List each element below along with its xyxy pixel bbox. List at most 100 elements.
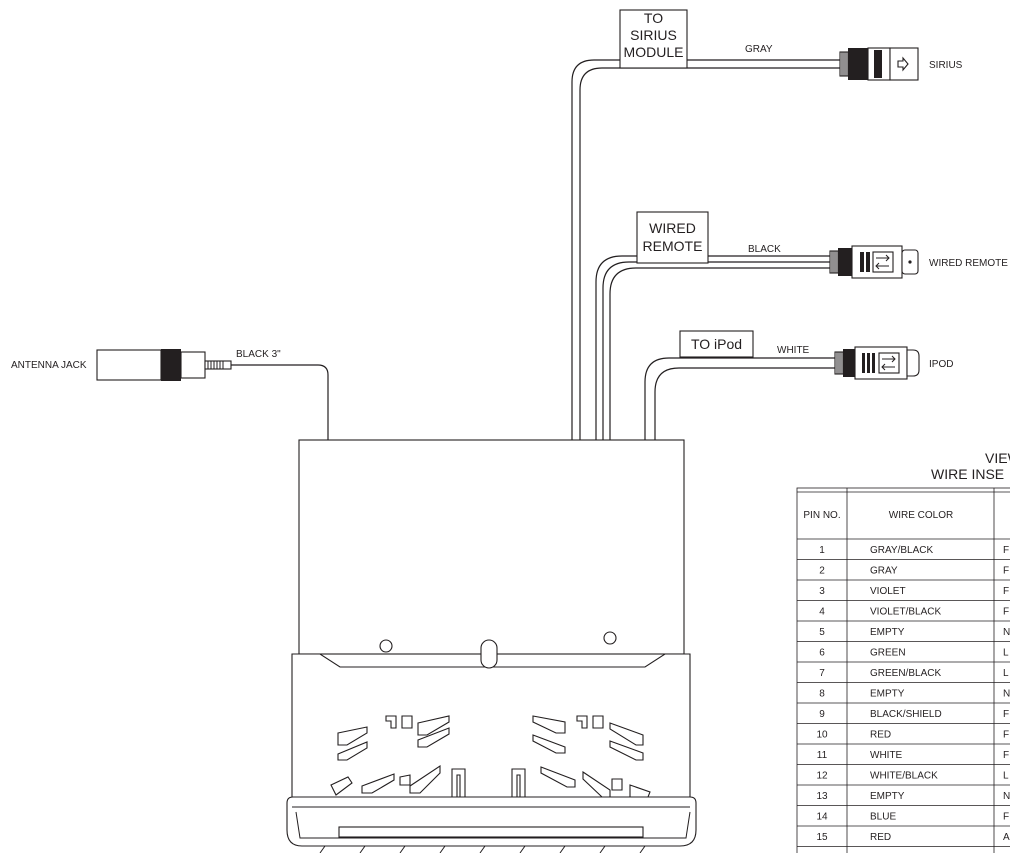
antenna-jack-connector [96,349,232,381]
pin-number: 4 [819,606,825,617]
pin-no-header: PIN NO. [803,510,840,521]
ipod-label: IPOD [929,359,953,370]
pin-function: F [1003,586,1009,597]
sirius-connector [839,47,919,81]
pin-number: 2 [819,565,825,576]
to-sirius-module-label-box: TO SIRIUS MODULE [619,9,688,69]
to-sirius-line-3: MODULE [624,44,684,60]
wire-color: VIOLET/BLACK [870,606,941,617]
wire-color: WHITE [870,750,903,761]
sirius-cable [571,59,840,440]
pin-function: F [1003,729,1009,740]
spring-tab [611,778,623,791]
pin-number: 1 [819,545,825,556]
wire-color: GREEN/BLACK [870,668,941,679]
wire-color: GREEN [870,647,906,658]
spring-tab [361,773,395,794]
sirius-label: SIRIUS [929,60,963,71]
wired-remote-box-line-1: WIRED [649,220,696,236]
spring-tab [609,740,644,761]
table-row: 4 VIOLET/BLACK F [797,606,1010,622]
table-row: 8 EMPTY N [797,688,1010,704]
spring-tab [540,766,576,788]
spring-tab [532,734,566,754]
table-row: 13 EMPTY N [797,791,1010,806]
swap-arrows-icon [875,254,890,270]
pin-number: 3 [819,586,825,597]
mount-slot [480,639,498,669]
spring-tab [532,715,566,734]
black-3in-label: BLACK 3" [236,349,281,360]
pin-number: 9 [819,709,825,720]
pin-function: N [1003,791,1010,802]
pin-function: F [1003,606,1009,617]
spring-tab [409,764,441,794]
table-row: 15 RED A [797,832,1010,847]
ipod-cable [644,357,835,440]
pin-function: F [1003,811,1009,822]
pin-number: 10 [816,729,828,740]
spring-tab [330,776,353,796]
pin-number: 6 [819,647,825,658]
table-row: 1 GRAY/BLACK F [797,545,1010,560]
pin-function: F [1003,545,1009,556]
wired-remote-cable [595,255,830,440]
pin-number: 15 [816,832,828,843]
wire-color: EMPTY [870,627,905,638]
pin-function: F [1003,709,1009,720]
spring-tab [417,727,450,748]
head-unit-chassis [286,439,697,854]
pin-function: N [1003,627,1010,638]
pin-function: N [1003,688,1010,699]
spring-tab [337,741,368,761]
wire-color: BLUE [870,811,896,822]
spring-tab [576,715,588,729]
spring-tab [385,715,397,729]
wired-remote-label-box: WIRED REMOTE [636,211,709,264]
pin-number: 11 [817,750,828,761]
pin-number: 7 [819,668,825,679]
spring-tab [401,715,413,729]
wire-color: VIOLET [870,586,906,597]
table-row: 3 VIOLET F [797,586,1010,601]
wire-color: GRAY/BLACK [870,545,933,556]
pin-function: F [1003,565,1009,576]
wired-remote-box-line-2: REMOTE [643,238,703,254]
pin-number: 12 [816,770,828,781]
pin-number: 8 [819,688,825,699]
wire-color: GRAY [870,565,898,576]
wired-remote-connector [829,245,919,279]
wire-color-header: WIRE COLOR [889,510,953,521]
table-row: 9 BLACK/SHIELD F [797,709,1010,724]
table-row: 10 RED F [797,729,1010,745]
wire-color: BLACK/SHIELD [870,709,942,720]
to-sirius-line-2: SIRIUS [630,27,677,43]
antenna-jack-label: ANTENNA JACK [11,360,87,371]
table-row: 2 GRAY F [797,565,1010,581]
wire-color: EMPTY [870,791,905,802]
view-label-line-2: WIRE INSE [931,466,1004,482]
spring-tab [609,722,644,746]
wire-color: RED [870,729,891,740]
wired-remote-label: WIRED REMOTE [929,258,1008,269]
pin-number: 13 [816,791,828,802]
white-wire-label: WHITE [777,345,810,356]
wire-color: RED [870,832,891,843]
antenna-cable [231,364,329,440]
wire-color: EMPTY [870,688,905,699]
to-ipod-label-box: TO iPod [679,330,754,358]
spring-tab [592,715,604,729]
swap-arrows-icon-ipod [881,355,896,371]
pin-function: A [1003,832,1010,843]
black-wire-label: BLACK [748,244,781,255]
arrow-right-icon [897,56,909,72]
